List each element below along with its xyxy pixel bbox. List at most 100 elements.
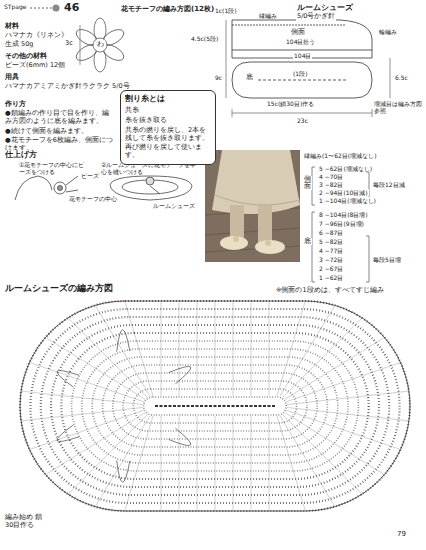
increase-line bbox=[197, 302, 198, 396]
increase-line bbox=[96, 416, 150, 506]
increase-line bbox=[251, 416, 252, 510]
label-text: 5/0号かぎ針 bbox=[296, 13, 336, 21]
increase-line bbox=[30, 410, 144, 449]
label-text: 4 −77目 bbox=[318, 247, 344, 254]
increase-line bbox=[96, 306, 150, 396]
label-text: 4 −70目 bbox=[318, 173, 344, 180]
petal-fan bbox=[57, 370, 79, 387]
increase-line bbox=[46, 338, 145, 400]
increase-line bbox=[280, 306, 334, 396]
label-text: STpage bbox=[3, 3, 27, 10]
increase-line bbox=[251, 302, 252, 396]
increase-line bbox=[215, 416, 216, 510]
table-brackets bbox=[312, 167, 369, 282]
petal-fan bbox=[117, 460, 130, 482]
label-text: 側面 bbox=[303, 176, 312, 190]
label-text: 5 −62目(増減なし) bbox=[318, 165, 373, 172]
label-text: 1c(1段) bbox=[214, 7, 238, 14]
increase-line bbox=[280, 416, 334, 506]
label-text: 花モチーフの編み方図(12枚) bbox=[120, 5, 215, 13]
label-text: ※側面の1段めは、すべてすじ編み bbox=[275, 287, 385, 295]
label-text: 側面 bbox=[290, 29, 306, 37]
label-text: 104目拾う bbox=[285, 38, 316, 45]
increase-line bbox=[285, 413, 384, 475]
photo bbox=[205, 150, 300, 262]
label-text: 79 bbox=[396, 530, 407, 538]
label-text: 底 bbox=[303, 238, 312, 245]
label-text: 仕上げ方 bbox=[4, 150, 38, 159]
label-text: ビーズ bbox=[80, 172, 100, 179]
label-text: 7 −96目(9目増) bbox=[318, 220, 365, 227]
increase-line bbox=[233, 416, 234, 510]
increase-line bbox=[277, 302, 305, 396]
callout-box: 割り糸とは共糸糸を抜き取る共糸の撚りを戻し、2本を残して糸を抜き取ります。再び撚… bbox=[120, 90, 216, 165]
increase-line bbox=[46, 413, 145, 475]
callout-text: 共糸の撚りを戻し、2本を残して糸を抜き取ります。再び撚りを戻して使います。 bbox=[125, 126, 211, 159]
label-text: 3c bbox=[64, 40, 74, 48]
increase-line bbox=[269, 416, 270, 510]
stitch-chart bbox=[20, 301, 410, 511]
label-text: 23c bbox=[296, 117, 309, 124]
increase-line bbox=[161, 416, 162, 510]
label-text: 材料 bbox=[4, 22, 20, 30]
label-text: 編み始め 鎖30目作る bbox=[4, 514, 46, 530]
label-text: ハマナカ《リネン》 bbox=[4, 32, 69, 40]
label-text: 104目 bbox=[293, 52, 312, 59]
label-text: 作り方 bbox=[4, 100, 27, 108]
increase-line bbox=[287, 391, 408, 404]
petal-fan bbox=[169, 366, 191, 383]
label-text: 46 bbox=[63, 1, 80, 14]
increase-line bbox=[161, 302, 162, 396]
label-text: ●続けて側面を編みます。 bbox=[4, 128, 89, 136]
stitch-round bbox=[20, 301, 410, 511]
flower-motif bbox=[74, 18, 127, 72]
label-text: その他の材料 bbox=[4, 52, 48, 60]
label-text: わ bbox=[96, 40, 105, 48]
label-text: 3 −82目 bbox=[318, 181, 344, 188]
increase-line bbox=[277, 416, 305, 510]
increase-line bbox=[286, 363, 400, 402]
increase-line bbox=[269, 302, 270, 396]
increase-line bbox=[30, 363, 144, 402]
label-text: 6.5c bbox=[394, 74, 409, 81]
label-text: ●鎖編みの作り目で目を作り、編み方図のように底を編みます。 bbox=[4, 110, 114, 126]
label-text: 毎段12目減 bbox=[372, 181, 406, 188]
label-text: 輪編み bbox=[378, 28, 398, 35]
label-text: 花モチーフの中心 bbox=[68, 195, 118, 202]
stitch-round bbox=[144, 397, 287, 415]
increase-line bbox=[179, 416, 180, 510]
callout-text: 糸を抜き取る bbox=[125, 116, 211, 124]
label-text: 生成 50g bbox=[4, 41, 34, 49]
label-text: 2 −67目 bbox=[318, 265, 344, 272]
petal-fan bbox=[117, 330, 130, 352]
increase-line bbox=[69, 319, 148, 398]
label-text: ルームシューズの編み方図 bbox=[4, 283, 114, 294]
increase-line bbox=[286, 410, 400, 449]
label-text: ルームシューズ bbox=[296, 3, 354, 12]
header-rule bbox=[30, 8, 52, 9]
label-text: 縁編み bbox=[258, 12, 278, 19]
label-text: ルームシューズ bbox=[152, 202, 196, 209]
increase-line bbox=[282, 319, 361, 398]
label-text: 毎段5目増 bbox=[372, 256, 402, 263]
slipper-schematic bbox=[226, 20, 390, 117]
label-text: 4.5c(5段) bbox=[190, 35, 219, 42]
header-dot bbox=[53, 5, 60, 12]
label-text: 1 −62目 bbox=[318, 274, 344, 281]
increase-line bbox=[282, 414, 361, 493]
increase-line bbox=[233, 302, 234, 396]
label-text: 9c bbox=[214, 74, 223, 81]
chain-foundation bbox=[155, 405, 275, 407]
label-text: 15c(鎖30目)作る bbox=[266, 100, 315, 107]
chart-outline bbox=[20, 301, 410, 511]
increase-line bbox=[197, 416, 198, 510]
label-text: (1段) bbox=[292, 70, 309, 77]
label-text: 縁編み(1〜62目(増減なし) bbox=[303, 152, 377, 159]
label-text: ビーズ(6mm) 12個 bbox=[4, 62, 66, 70]
callout-text: 割り糸とは bbox=[125, 94, 211, 104]
label-text: 5 −82目 bbox=[318, 238, 344, 245]
petal-fan bbox=[57, 425, 79, 442]
label-text: 増減目は編み方図参照 bbox=[373, 100, 423, 114]
increase-line bbox=[22, 407, 143, 420]
petal-fan bbox=[169, 428, 191, 445]
